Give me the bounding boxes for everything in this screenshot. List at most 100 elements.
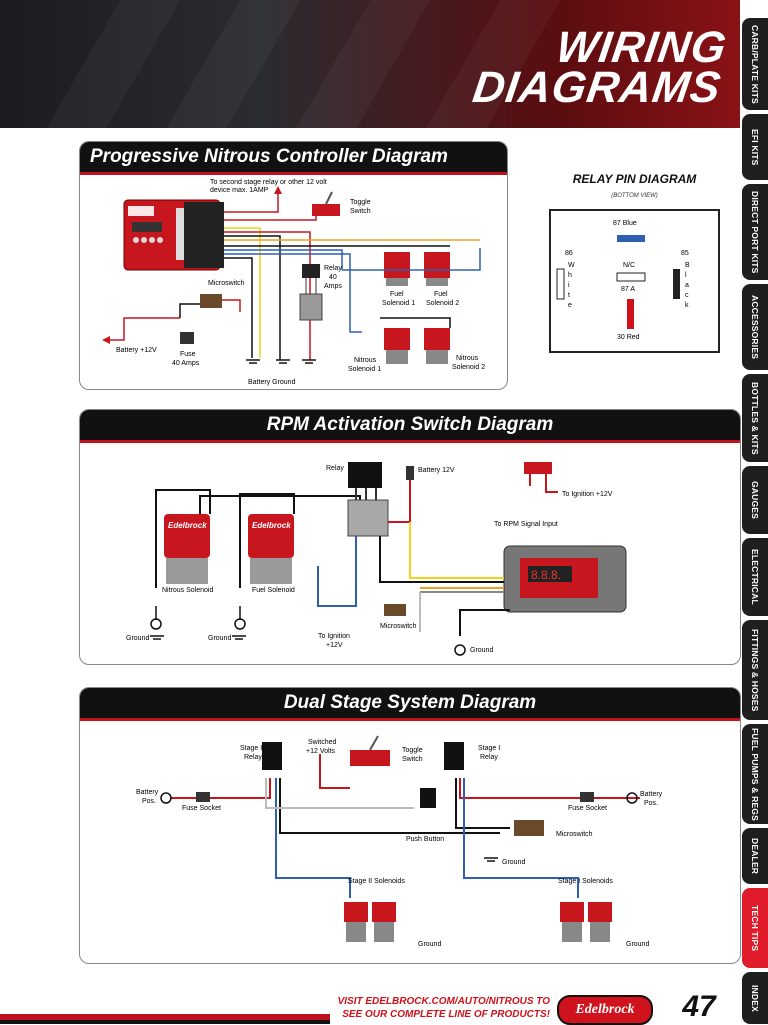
pin-87-icon <box>617 235 645 242</box>
tab-tech-tips[interactable]: TECH TIPS <box>742 888 768 968</box>
svg-text:i: i <box>568 282 570 289</box>
relay-icon <box>347 462 389 537</box>
svg-text:To second stage relay or other: To second stage relay or other 12 volt <box>210 179 327 186</box>
battery-left-ring-icon <box>160 792 172 804</box>
progressive-title: Progressive Nitrous Controller Diagram <box>80 142 507 175</box>
footer-bar-dark <box>0 1020 330 1024</box>
ground-ring-icon <box>454 644 466 656</box>
svg-text:To Ignition +12V: To Ignition +12V <box>562 491 613 498</box>
tab-carb-plate-kits[interactable]: CARB/PLATE KITS <box>742 18 768 110</box>
svg-text:Battery Ground: Battery Ground <box>248 379 296 386</box>
tab-electrical[interactable]: ELECTRICAL <box>742 538 768 616</box>
svg-text:Fuse: Fuse <box>180 351 196 358</box>
svg-text:+12V: +12V <box>326 642 343 649</box>
pin-85-icon <box>673 269 680 299</box>
fuse-socket-right-icon <box>580 792 594 802</box>
svg-text:Push Button: Push Button <box>406 836 444 843</box>
dual-stage-diagram: Stage II Relay Stage I Relay Switched +1… <box>136 735 663 948</box>
page-title: WIRING DIAGRAMS <box>470 23 731 112</box>
microswitch-icon <box>514 820 544 836</box>
progressive-diagram: To second stage relay or other 12 volt d… <box>102 179 485 386</box>
svg-text:40 Amps: 40 Amps <box>172 360 200 367</box>
svg-text:Edelbrock: Edelbrock <box>168 521 207 530</box>
svg-text:N/C: N/C <box>623 262 635 269</box>
svg-text:Microswitch: Microswitch <box>556 831 593 838</box>
svg-text:Fuel: Fuel <box>434 291 448 298</box>
svg-text:30 Red: 30 Red <box>617 334 640 341</box>
svg-text:Solenoid 1: Solenoid 1 <box>348 366 381 373</box>
pin-30-icon <box>627 299 634 329</box>
svg-text:W: W <box>568 262 575 269</box>
microswitch-icon <box>384 604 406 616</box>
svg-text:h: h <box>568 272 572 279</box>
svg-text:Nitrous: Nitrous <box>354 357 377 364</box>
nitrous-solenoid-icon: Edelbrock <box>164 514 210 584</box>
ground-ring-icon <box>150 618 162 630</box>
svg-text:Edelbrock: Edelbrock <box>252 521 291 530</box>
microswitch-icon <box>200 294 222 308</box>
title-line-1: WIRING <box>553 23 731 72</box>
svg-text:Ground: Ground <box>626 941 649 948</box>
tab-fittings-hoses[interactable]: FITTINGS & HOSES <box>742 620 768 720</box>
stage-2-relay-icon <box>262 742 282 770</box>
relay-icon <box>299 264 323 321</box>
svg-text:8.8.8.: 8.8.8. <box>531 568 561 582</box>
svg-text:Toggle: Toggle <box>402 747 423 754</box>
svg-text:c: c <box>685 292 689 299</box>
tab-gauges[interactable]: GAUGES <box>742 466 768 534</box>
ground-icons <box>246 359 316 364</box>
svg-text:e: e <box>568 302 572 309</box>
svg-text:Switched: Switched <box>308 739 337 746</box>
footer-line-1: VISIT EDELBROCK.COM/AUTO/NITROUS TO <box>337 996 550 1007</box>
push-button-icon <box>420 788 436 808</box>
svg-text:Amps: Amps <box>324 283 342 290</box>
svg-text:Stage II Solenoids: Stage II Solenoids <box>348 878 405 885</box>
fuel-solenoid-1-icon <box>384 252 410 286</box>
tab-efi-kits[interactable]: EFI KITS <box>742 114 768 180</box>
svg-text:B: B <box>685 262 690 269</box>
svg-text:a: a <box>685 282 689 289</box>
svg-text:Relay: Relay <box>326 465 344 472</box>
tab-direct-port-kits[interactable]: DIRECT PORT KITS <box>742 184 768 280</box>
tab-dealer[interactable]: DEALER <box>742 828 768 884</box>
svg-text:Ground: Ground <box>126 635 149 642</box>
fuse-icon <box>180 332 194 344</box>
page-number: 47 <box>682 990 716 1023</box>
svg-text:Battery: Battery <box>136 789 159 796</box>
svg-text:Stage I Solenoids: Stage I Solenoids <box>558 878 613 885</box>
svg-text:Relay: Relay <box>480 754 498 761</box>
svg-text:Stage I: Stage I <box>478 745 500 752</box>
svg-text:Fuse Socket: Fuse Socket <box>182 805 221 812</box>
nitrous-solenoid-2-icon <box>424 328 450 364</box>
section-tabs: CARB/PLATE KITS EFI KITS DIRECT PORT KIT… <box>740 0 768 1024</box>
fuel-solenoid-icon: Edelbrock <box>248 514 294 584</box>
svg-text:t: t <box>568 292 570 299</box>
tab-bottles-kits[interactable]: BOTTLES & KITS <box>742 374 768 462</box>
toggle-switch-icon <box>524 462 552 474</box>
svg-text:k: k <box>685 302 689 309</box>
tab-index[interactable]: INDEX <box>742 972 768 1024</box>
footer-line-2: SEE OUR COMPLETE LINE OF PRODUCTS! <box>342 1009 550 1020</box>
ground-ring-icon <box>234 618 246 630</box>
svg-text:Battery +12V: Battery +12V <box>116 347 157 354</box>
svg-text:Ground: Ground <box>502 859 525 866</box>
footer-bar-red <box>0 1014 330 1020</box>
toggle-switch-icon <box>312 204 340 216</box>
svg-text:87 Blue: 87 Blue <box>613 220 637 227</box>
dual-stage-title: Dual Stage System Diagram <box>80 688 740 721</box>
dual-stage-panel: Dual Stage System Diagram <box>79 687 741 964</box>
toggle-switch-icon <box>350 750 390 766</box>
pin-87a-icon <box>616 272 646 282</box>
svg-text:Relay: Relay <box>324 265 342 272</box>
svg-text:Solenoid 2: Solenoid 2 <box>452 364 485 371</box>
fuel-solenoid-2-icon <box>424 252 450 286</box>
svg-text:Pos.: Pos. <box>644 800 658 807</box>
footer-visit-text: VISIT EDELBROCK.COM/AUTO/NITROUS TO SEE … <box>318 995 550 1021</box>
tab-fuel-pumps-regs[interactable]: FUEL PUMPS & REGS <box>742 724 768 824</box>
progressive-panel: Progressive Nitrous Controller Diagram <box>79 141 508 390</box>
title-line-2: DIAGRAMS <box>470 63 725 112</box>
rpm-diagram: Edelbrock Edelbrock <box>126 462 627 656</box>
relay-pin-subtitle: (BOTTOM VIEW) <box>611 193 658 199</box>
tab-accessories[interactable]: ACCESSORIES <box>742 284 768 370</box>
svg-text:To Ignition: To Ignition <box>318 633 350 640</box>
